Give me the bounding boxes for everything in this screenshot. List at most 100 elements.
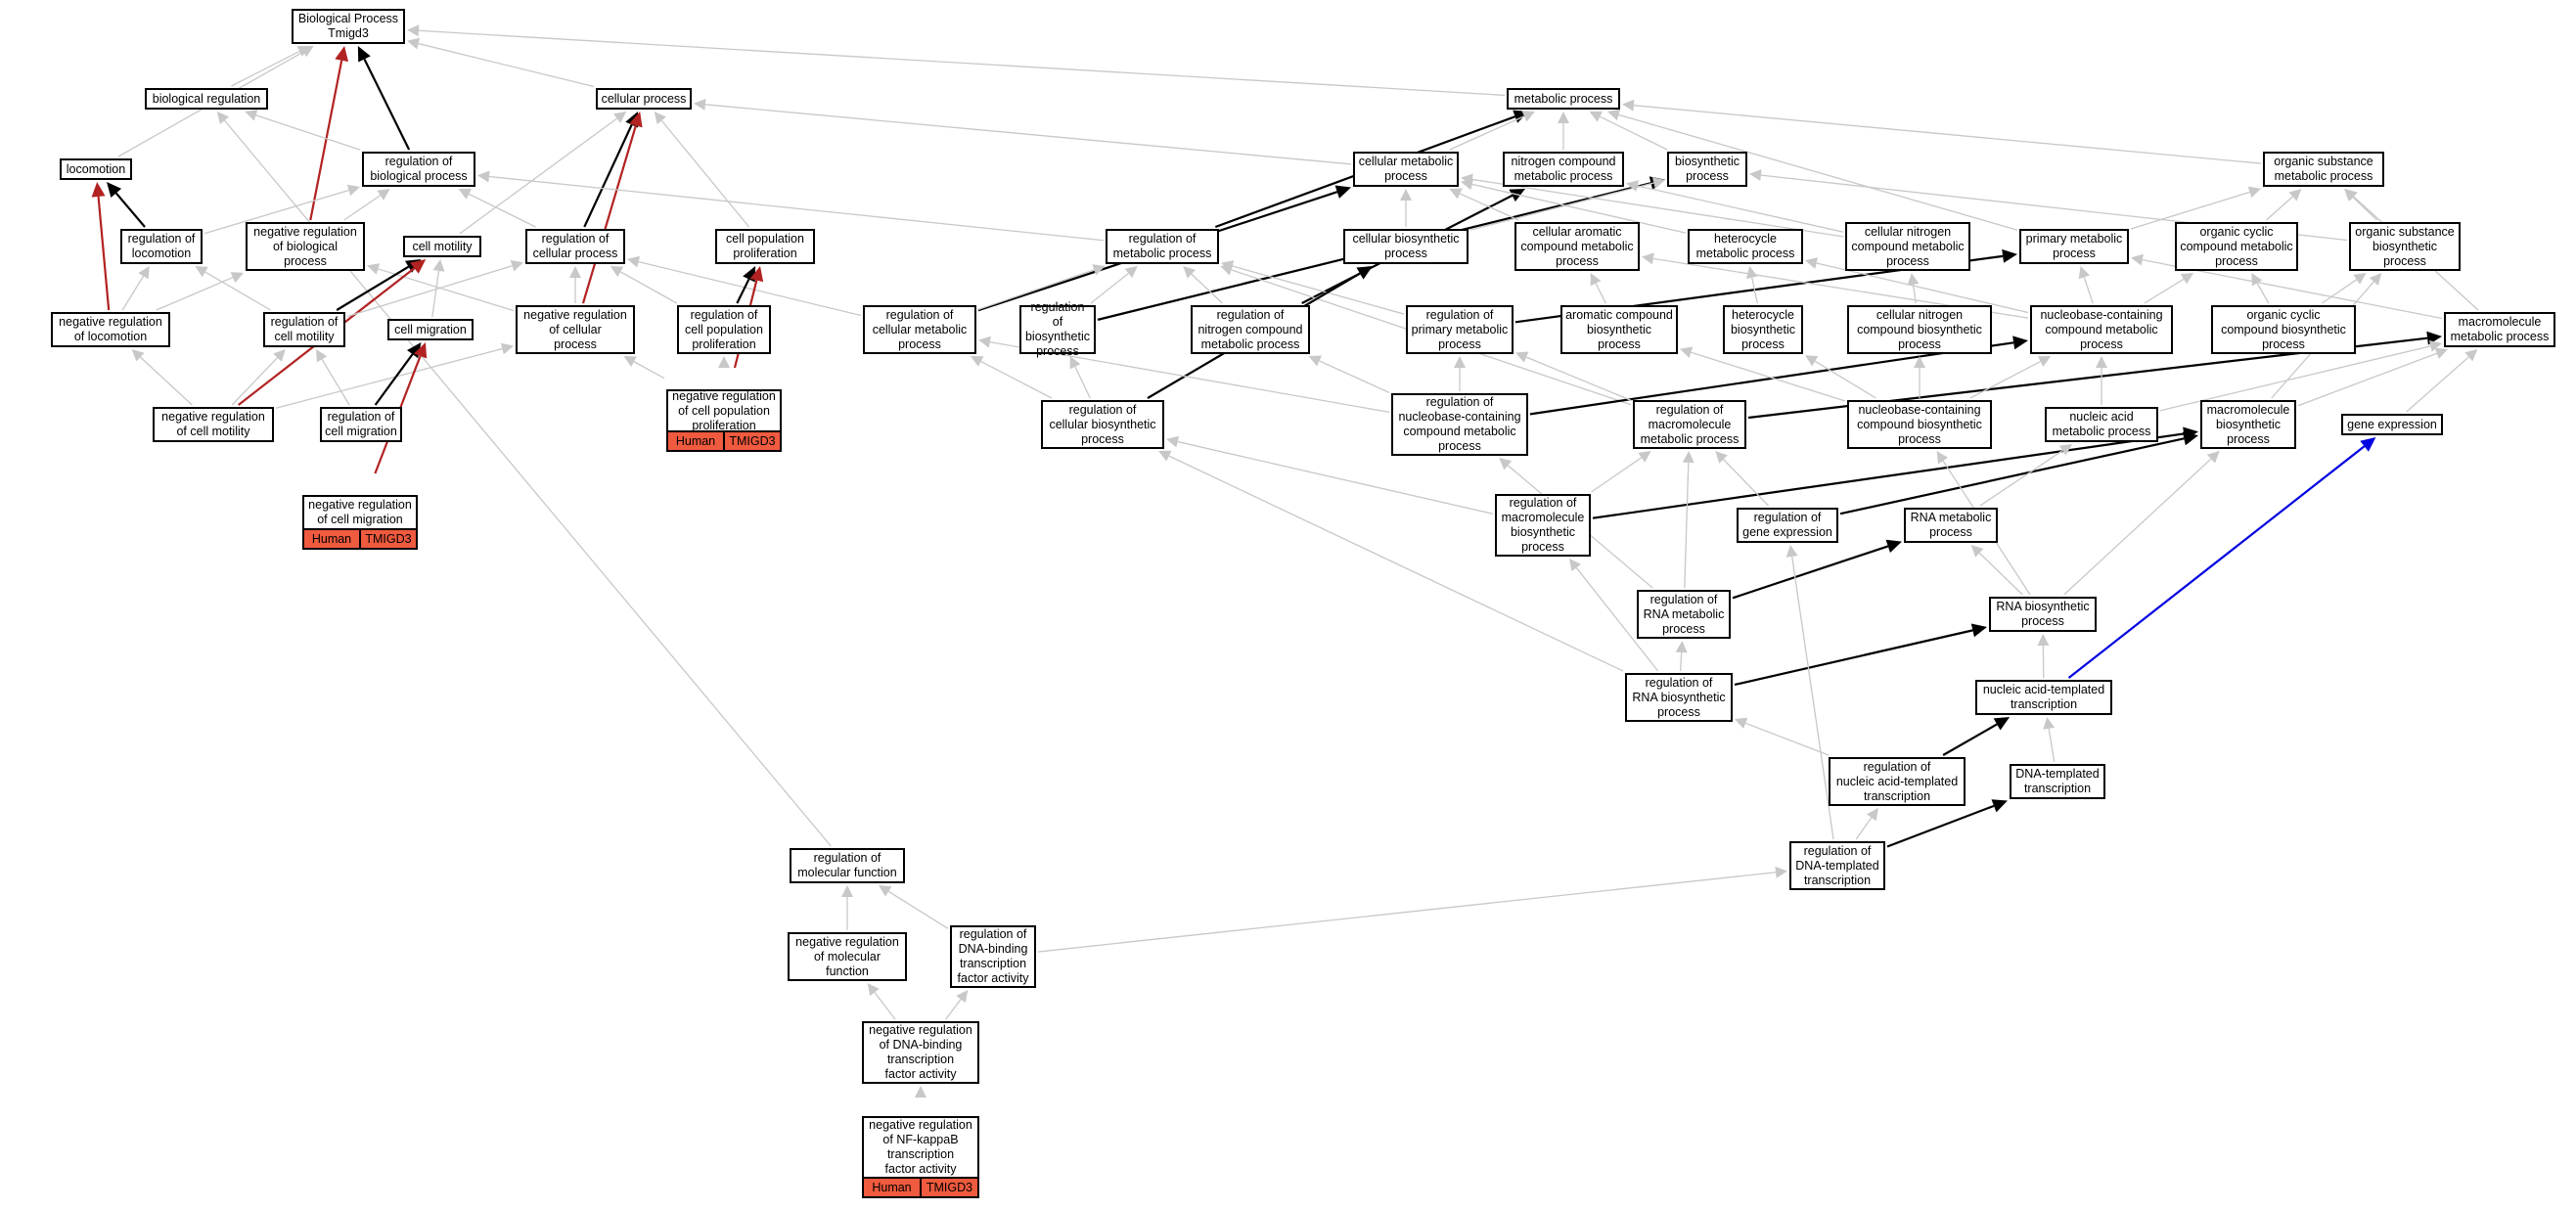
go-term-neg-reg-cell-migration[interactable]: negative regulation of cell migration	[302, 495, 418, 530]
go-term-cellular-process[interactable]: cellular process	[596, 88, 692, 110]
go-term-reg-nucleobase-containing-compound-metabolic-process[interactable]: regulation of nucleobase-containing comp…	[1391, 393, 1528, 456]
go-term-primary-metabolic-process[interactable]: primary metabolic process	[2019, 229, 2129, 264]
go-term-reg-biosynthetic-process[interactable]: regulation of biosynthetic process	[1019, 300, 1096, 358]
edge-reg_locomotion-to-locomotion	[114, 192, 146, 228]
edge-neg_reg_cell_motility-to-neg_reg_locomotion	[140, 356, 193, 406]
go-term-neg-reg-cellular-process[interactable]: negative regulation of cellular process	[516, 305, 635, 354]
go-term-reg-cellular-process[interactable]: regulation of cellular process	[525, 229, 625, 264]
edge-nucleobase_containing_compound_biosynthetic_process-to-heterocycle_biosynthetic_process	[1814, 360, 1876, 399]
go-term-reg-cell-migration[interactable]: regulation of cell migration	[320, 407, 402, 442]
arrowhead-reg_cellular_metabolic_process-to-reg_metabolic_process	[1092, 264, 1106, 276]
go-term-neg-reg-biological-process[interactable]: negative regulation of biological proces…	[246, 222, 365, 271]
go-term-neg-reg-cell-population-proliferation[interactable]: negative regulation of cell population p…	[666, 389, 782, 432]
edge-primary_metabolic_process-to-metabolic_process	[1618, 113, 2018, 231]
edge-reg_dna_templated_transcription-to-dna_templated_transcription	[1886, 804, 1995, 848]
arrowhead-reg_cellular_biosynthetic_process-to-cellular_biosynthetic_process	[1356, 266, 1373, 280]
go-term-organic-substance-metabolic-process[interactable]: organic substance metabolic process	[2263, 152, 2384, 187]
go-term-neg-reg-dna-binding-tf-activity[interactable]: negative regulation of DNA-binding trans…	[862, 1021, 979, 1084]
go-term-reg-gene-expression[interactable]: regulation of gene expression	[1737, 508, 1838, 543]
go-term-organic-substance-biosynthetic-process[interactable]: organic substance biosynthetic process	[2349, 222, 2461, 271]
go-term-gene-expression[interactable]: gene expression	[2341, 414, 2443, 435]
go-term-nucleobase-containing-compound-biosynthetic-process[interactable]: nucleobase-containing compound biosynthe…	[1847, 400, 1992, 449]
arrowhead-reg_cellular_biosynthetic_process-to-reg_biosynthetic_process	[1069, 356, 1081, 370]
go-term-cell-population-proliferation[interactable]: cell population proliferation	[715, 229, 815, 264]
arrowhead-neg_reg_cell_population_proliferation-to-cell_population_proliferation	[749, 266, 764, 283]
go-term-reg-metabolic-process[interactable]: regulation of metabolic process	[1106, 229, 1219, 264]
edge-organic_cyclic_compound_biosynthetic_process-to-organic_cyclic_compound_metabolic_process	[2256, 283, 2270, 304]
go-term-reg-macromolecule-metabolic-process[interactable]: regulation of macromolecule metabolic pr…	[1633, 400, 1746, 449]
arrowhead-neg_reg_biological_process-to-reg_biological_process	[377, 189, 390, 201]
go-term-cellular-nitrogen-compound-metabolic-process[interactable]: cellular nitrogen compound metabolic pro…	[1845, 222, 1970, 271]
arrowhead-reg_macromolecule_biosynthetic_process-to-reg_macromolecule_metabolic_process	[1638, 451, 1651, 463]
go-term-dna-templated-transcription[interactable]: DNA-templated transcription	[2010, 764, 2105, 799]
go-term-reg-nitrogen-compound-metabolic-process[interactable]: regulation of nitrogen compound metaboli…	[1191, 305, 1310, 354]
edge-organic_substance_biosynthetic_process-to-organic_substance_metabolic_process	[2352, 196, 2378, 221]
arrowhead-cellular_biosynthetic_process-to-biosynthetic_process	[1651, 177, 1665, 189]
go-term-reg-dna-templated-transcription[interactable]: regulation of DNA-templated transcriptio…	[1789, 841, 1885, 890]
edge-reg_dna_binding_tf_activity-to-reg_dna_templated_transcription	[1037, 872, 1777, 953]
arrowhead-organic_cyclic_compound_biosynthetic_process-to-organic_cyclic_compound_metabolic_process	[2251, 273, 2263, 287]
go-term-reg-cell-population-proliferation[interactable]: regulation of cell population proliferat…	[677, 305, 771, 354]
arrowhead-reg_cell_motility-to-reg_locomotion	[195, 266, 208, 278]
go-term-heterocycle-biosynthetic-process[interactable]: heterocycle biosynthetic process	[1723, 305, 1803, 354]
arrowhead-reg_biological_process-to-bp	[357, 46, 371, 63]
go-term-nucleic-acid-templated-transcription[interactable]: nucleic acid-templated transcription	[1975, 680, 2112, 715]
go-term-reg-cellular-metabolic-process[interactable]: regulation of cellular metabolic process	[863, 305, 976, 354]
go-term-biosynthetic-process[interactable]: biosynthetic process	[1667, 152, 1747, 187]
go-term-reg-biological-process[interactable]: regulation of biological process	[362, 152, 475, 187]
go-term-organic-cyclic-compound-metabolic-process[interactable]: organic cyclic compound metabolic proces…	[2175, 222, 2298, 271]
edge-reg_biological_process-to-bp	[363, 58, 411, 151]
go-term-reg-cell-motility[interactable]: regulation of cell motility	[263, 312, 345, 347]
edge-neg_reg_cellular_process-to-neg_reg_biological_process	[378, 268, 515, 312]
go-term-reg-macromolecule-biosynthetic-process[interactable]: regulation of macromolecule biosynthetic…	[1495, 494, 1591, 557]
arrowhead-nucleobase_containing_compound_metabolic_process-to-heterocycle_metabolic_process	[1805, 257, 1819, 269]
go-term-reg-cellular-biosynthetic-process[interactable]: regulation of cellular biosynthetic proc…	[1041, 400, 1164, 449]
go-term-reg-primary-metabolic-process[interactable]: regulation of primary metabolic process	[1406, 305, 1514, 354]
edge-cellular_nitrogen_compound_metabolic_process-to-cellular_metabolic_process	[1471, 178, 1844, 238]
arrowhead-neg_reg_dna_binding_tf_activity-to-reg_dna_binding_tf_activity	[956, 990, 969, 1004]
go-term-metabolic-process[interactable]: metabolic process	[1507, 88, 1620, 110]
go-term-cellular-nitrogen-compound-biosynthetic-process[interactable]: cellular nitrogen compound biosynthetic …	[1847, 305, 1992, 354]
go-term-rna-metabolic-process[interactable]: RNA metabolic process	[1904, 508, 1998, 543]
go-term-nucleobase-containing-compound-metabolic-process[interactable]: nucleobase-containing compound metabolic…	[2030, 305, 2173, 354]
go-term-heterocycle-metabolic-process[interactable]: heterocycle metabolic process	[1688, 229, 1803, 264]
go-term-rna-biosynthetic-process[interactable]: RNA biosynthetic process	[1989, 597, 2097, 632]
go-term-locomotion[interactable]: locomotion	[60, 158, 132, 180]
go-term-reg-rna-biosynthetic-process[interactable]: regulation of RNA biosynthetic process	[1625, 673, 1733, 722]
go-term-reg-molecular-function[interactable]: regulation of molecular function	[790, 848, 905, 883]
go-term-biological-regulation[interactable]: biological regulation	[145, 88, 268, 110]
go-term-cell-migration[interactable]: cell migration	[387, 319, 474, 340]
go-term-reg-rna-metabolic-process[interactable]: regulation of RNA metabolic process	[1637, 590, 1731, 639]
go-term-cellular-biosynthetic-process[interactable]: cellular biosynthetic process	[1343, 229, 1469, 264]
go-term-reg-dna-binding-tf-activity[interactable]: regulation of DNA-binding transcription …	[950, 925, 1036, 988]
go-term-macromolecule-metabolic-process[interactable]: macromolecule metabolic process	[2444, 312, 2555, 347]
edge-reg_metabolic_process-to-reg_biological_process	[488, 175, 1105, 242]
go-term-macromolecule-biosynthetic-process[interactable]: macromolecule biosynthetic process	[2200, 400, 2296, 449]
arrowhead-nucleic_acid_metabolic_process-to-macromolecule_metabolic_process	[2428, 340, 2442, 352]
arrowhead-neg_reg_biological_process-to-bp	[335, 46, 349, 63]
go-term-bp[interactable]: Biological Process Tmigd3	[292, 9, 405, 44]
go-term-neg-reg-cell-motility[interactable]: negative regulation of cell motility	[153, 407, 274, 442]
arrowhead-nucleobase_containing_compound_biosynthetic_process-to-heterocycle_biosynthetic_process	[1805, 355, 1819, 367]
edge-metabolic_process-to-bp	[418, 29, 1506, 97]
arrowhead-cellular_nitrogen_compound_metabolic_process-to-cellular_metabolic_process	[1461, 173, 1473, 186]
arrowhead-reg_cell_migration-to-reg_cell_motility	[315, 349, 328, 363]
go-term-reg-locomotion[interactable]: regulation of locomotion	[120, 229, 203, 264]
go-term-neg-reg-locomotion[interactable]: negative regulation of locomotion	[51, 312, 170, 347]
arrowhead-nucleic_acid_templated_transcription-to-gene_expression	[2360, 437, 2376, 452]
go-term-neg-reg-nfkb-tf-activity[interactable]: negative regulation of NF-kappaB transcr…	[862, 1116, 979, 1179]
arrowhead-neg_reg_cell_motility-to-cell_motility	[410, 259, 427, 274]
go-term-cell-motility[interactable]: cell motility	[403, 236, 481, 257]
go-term-nitrogen-compound-metabolic-process[interactable]: nitrogen compound metabolic process	[1503, 152, 1624, 187]
go-term-organic-cyclic-compound-biosynthetic-process[interactable]: organic cyclic compound biosynthetic pro…	[2211, 305, 2356, 354]
go-term-reg-nucleic-acid-templated-transcription[interactable]: regulation of nucleic acid-templated tra…	[1829, 757, 1966, 806]
go-term-nucleic-acid-metabolic-process[interactable]: nucleic acid metabolic process	[2045, 407, 2158, 442]
go-term-aromatic-compound-biosynthetic-process[interactable]: aromatic compound biosynthetic process	[1560, 305, 1678, 354]
arrowhead-gene_expression-to-macromolecule_metabolic_process	[2464, 349, 2478, 362]
go-term-neg-reg-molecular-function[interactable]: negative regulation of molecular functio…	[788, 932, 907, 981]
arrowhead-neg_reg_cellular_process-to-cellular_process	[629, 112, 643, 128]
go-term-cellular-aromatic-compound-metabolic-process[interactable]: cellular aromatic compound metabolic pro…	[1514, 222, 1640, 271]
go-term-cellular-metabolic-process[interactable]: cellular metabolic process	[1353, 152, 1459, 187]
arrowhead-macromolecule_metabolic_process-to-primary_metabolic_process	[2131, 253, 2144, 266]
edge-reg_cellular_process-to-cellular_process	[583, 124, 633, 228]
